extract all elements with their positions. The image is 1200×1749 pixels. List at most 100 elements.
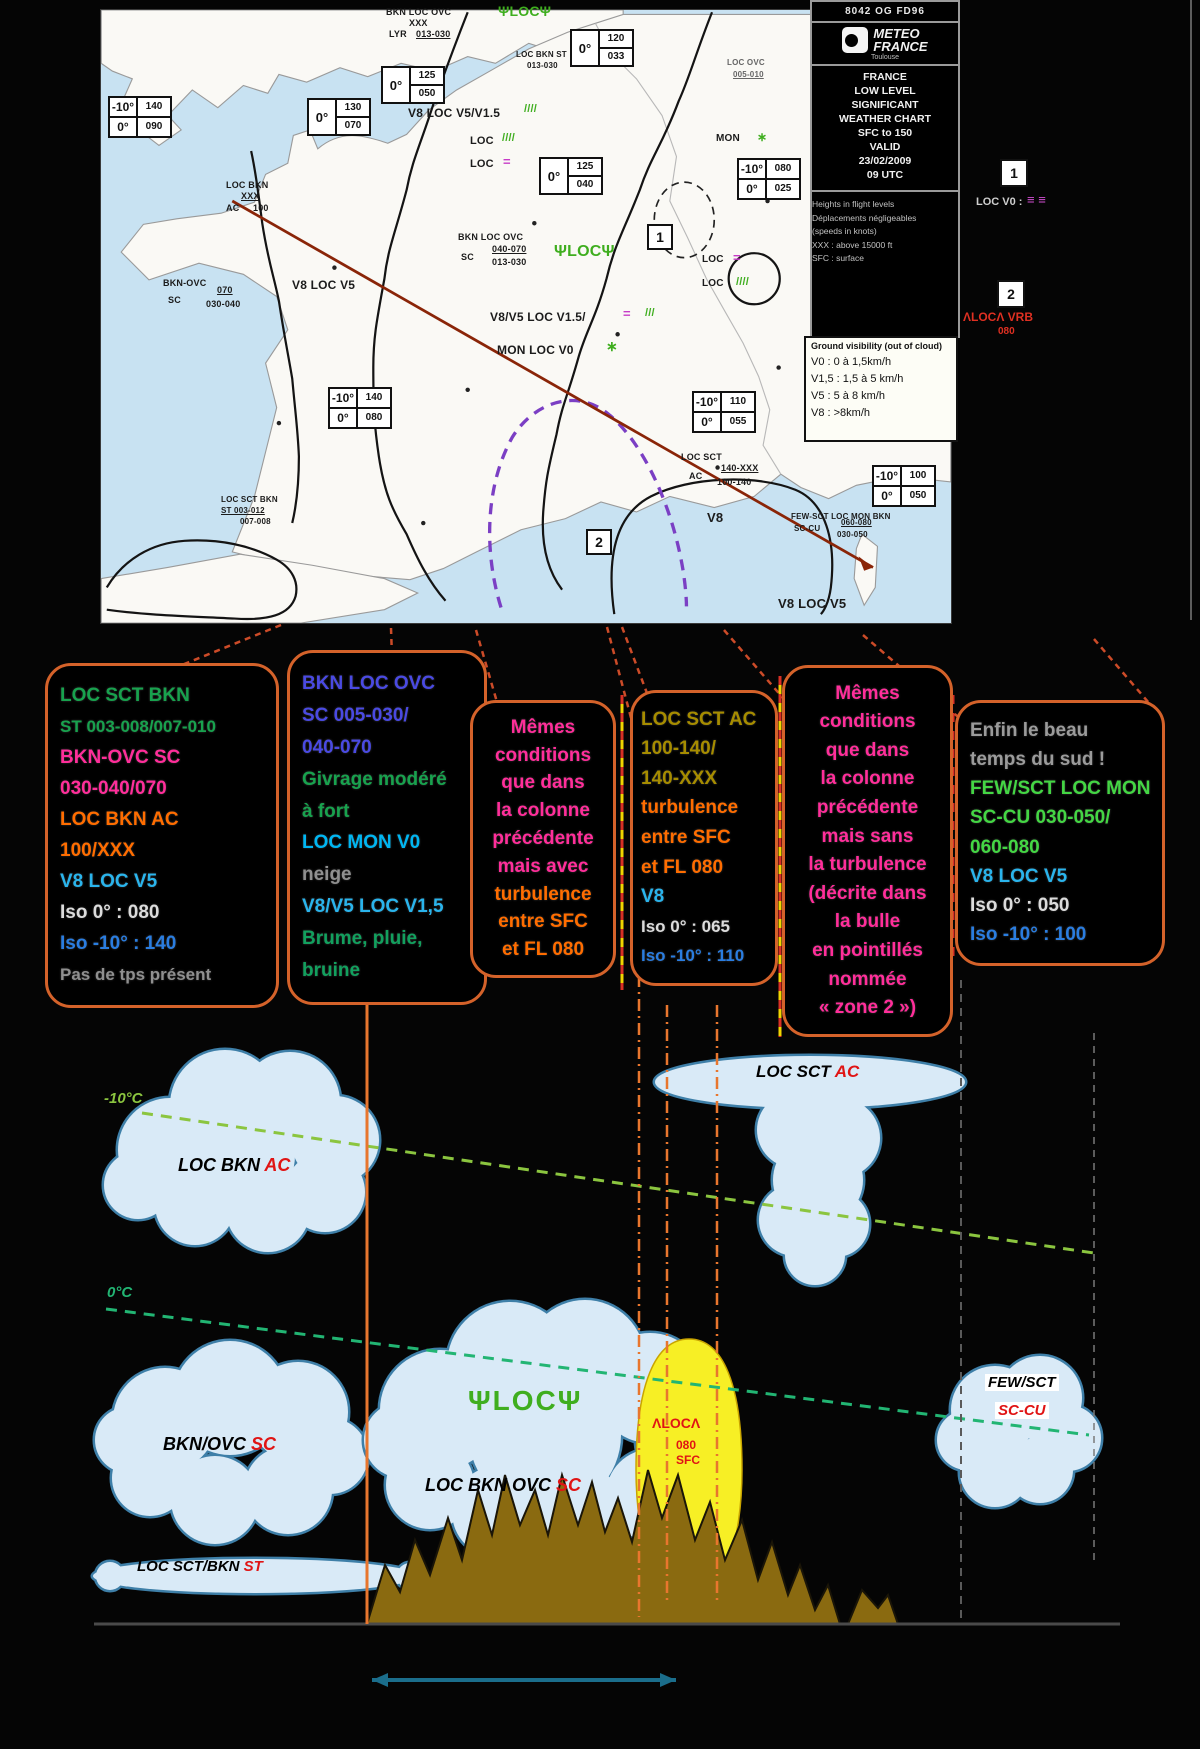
level-top: 125: [576, 161, 594, 172]
isotherm-minus10-label: -10°C: [104, 1090, 143, 1107]
temp: 0°: [739, 180, 767, 198]
city-dots: [276, 198, 781, 526]
map-label: V8: [707, 510, 724, 525]
temp: -10°: [110, 98, 138, 116]
cloud-loc-bkn-ac: [104, 1050, 379, 1252]
zone-bubble-1: LOC SCT BKN ST 003-008/007-010 BKN-OVC S…: [45, 663, 279, 1008]
bubble-line: précédente: [816, 797, 919, 819]
cloud-amount: LOC SCT/BKN: [137, 1558, 244, 1575]
level-base: 040: [569, 175, 601, 193]
bubble-line: Iso 0° : 050: [970, 894, 1070, 916]
note-line: Déplacements négligeables: [812, 212, 917, 223]
meteo-france-logo-icon: [842, 27, 869, 53]
map-label: LOC: [470, 135, 494, 147]
zone1-dashed-outline: [653, 181, 716, 259]
cloud-species: ST: [243, 1558, 263, 1575]
chart-notes: Heights in flight levels Déplacements né…: [812, 192, 958, 266]
temp: -10°: [330, 389, 358, 407]
zone1-marker: 1: [647, 224, 673, 250]
distance-scale-arrow: [372, 1673, 676, 1687]
map-label: BKN LOC OVC: [386, 7, 452, 17]
bubble-line: LOC SCT BKN: [60, 685, 190, 706]
bubble-line: BKN-OVC SC: [60, 747, 181, 768]
bubble-line: la bulle: [834, 911, 901, 933]
cloud-label-loc-sct-ac: LOC SCT AC: [756, 1062, 859, 1082]
level: 050: [909, 490, 927, 501]
bubble-line: à fort: [302, 800, 350, 822]
note-line: SFC : surface: [812, 253, 864, 263]
turbulence-base-level: SFC: [676, 1453, 700, 1467]
bubble-line: conditions: [819, 711, 916, 733]
map-label: AC: [689, 471, 703, 481]
rain-symbol-icon: ///: [645, 307, 655, 319]
note-line: Heights in flight levels: [812, 199, 895, 209]
map-label: LYR: [389, 29, 407, 39]
cloud-bkn-ovc-sc: [95, 1341, 368, 1544]
bubble-line: Brume, pluie,: [302, 928, 423, 950]
bubble-line: BKN LOC OVC: [302, 672, 435, 694]
map-label: LOC OVC: [727, 58, 765, 67]
cloud-few-sct-sc-cu: [937, 1356, 1101, 1507]
cloud-amount: LOC BKN OVC: [425, 1475, 557, 1495]
map-label: SC: [168, 295, 181, 305]
meteo-france-header-panel: 8042 OG FD96 METEO FRANCE Toulouse FRANC…: [810, 0, 960, 338]
map-label: LOC BKN ST: [516, 50, 567, 59]
map-label: 013-030: [527, 61, 558, 70]
rain-symbol-icon: ΨLOCΨ: [498, 3, 552, 19]
bubble-line: et FL 080: [641, 856, 724, 878]
bubble-line: LOC MON V0: [302, 832, 421, 854]
map-label: LOC BKN: [226, 180, 269, 190]
bubble-line: SC 005-030/: [302, 704, 409, 726]
level-top: 125: [418, 70, 436, 81]
bubble-line: Mêmes: [835, 682, 900, 704]
purple-dashed-zone: [487, 398, 689, 608]
temp: 0°: [541, 159, 569, 193]
cloud-amount: LOC BKN: [178, 1155, 265, 1175]
ground-visibility-legend: Ground visibility (out of cloud) V0 : 0 …: [804, 336, 958, 442]
title-line: SIGNIFICANT: [851, 99, 919, 111]
cloud-amount: LOC SCT: [756, 1062, 835, 1081]
cloud-species: SC: [556, 1475, 582, 1495]
temp: 0°: [110, 118, 138, 136]
map-label: V8 LOC V5: [778, 596, 847, 611]
bubble-line: LOC SCT AC: [641, 708, 757, 730]
map-label: LOC: [470, 158, 494, 170]
zone-bubble-5: Mêmes conditions que dans la colonne pré…: [782, 665, 953, 1037]
bubble-line: 060-080: [970, 836, 1040, 858]
bubble-line: ST 003-008/007-010: [60, 717, 216, 736]
level: 100: [909, 470, 927, 481]
rain-symbol-icon: ////: [736, 276, 750, 288]
rain-symbol-icon: ΨLOCΨ: [468, 1385, 583, 1416]
title-line: FRANCE: [863, 71, 907, 83]
rain-symbol-icon: ΨLOCΨ: [554, 243, 615, 260]
level: 090: [145, 121, 163, 132]
legend-zone2-marker: 2: [997, 280, 1025, 308]
bubble-line: mais sans: [821, 825, 914, 847]
map-label: MON LOC V0: [497, 343, 574, 357]
spain-landmass: [101, 553, 420, 623]
bubble-line: conditions: [494, 744, 592, 766]
zone2-marker: 2: [586, 529, 612, 555]
bubble-line: que dans: [501, 772, 585, 794]
cross-section-track-arrow: [231, 199, 874, 571]
bubble-line: V8: [641, 886, 665, 908]
bubble-line: FEW/SCT LOC MON: [970, 778, 1151, 800]
map-label: XXX: [241, 191, 260, 201]
bubble-line: 100/XXX: [60, 840, 135, 861]
turbulence-top-level: 080: [676, 1438, 697, 1452]
bubble-line: Iso -10° : 140: [60, 933, 177, 954]
legend-item: V0 : 0 à 1,5km/h: [811, 356, 892, 368]
map-label: 013-030: [416, 29, 451, 39]
bubble-line: nommée: [828, 968, 907, 990]
snow-symbol-icon: ∗: [606, 338, 618, 354]
continent-landmass: [120, 13, 951, 581]
chart-title-block: FRANCE LOW LEVEL SIGNIFICANT WEATHER CHA…: [812, 66, 958, 192]
chart-code: 8042 OG FD96: [812, 2, 958, 23]
bubble-line: turbulence: [494, 883, 592, 905]
bubble-line: Pas de tps présent: [60, 965, 212, 984]
bubble-line: Iso 0° : 065: [641, 916, 731, 936]
bubble-line: la turbulence: [808, 854, 927, 876]
bubble-line: la colonne: [496, 800, 590, 822]
bubble-line: entre SFC: [641, 826, 731, 848]
